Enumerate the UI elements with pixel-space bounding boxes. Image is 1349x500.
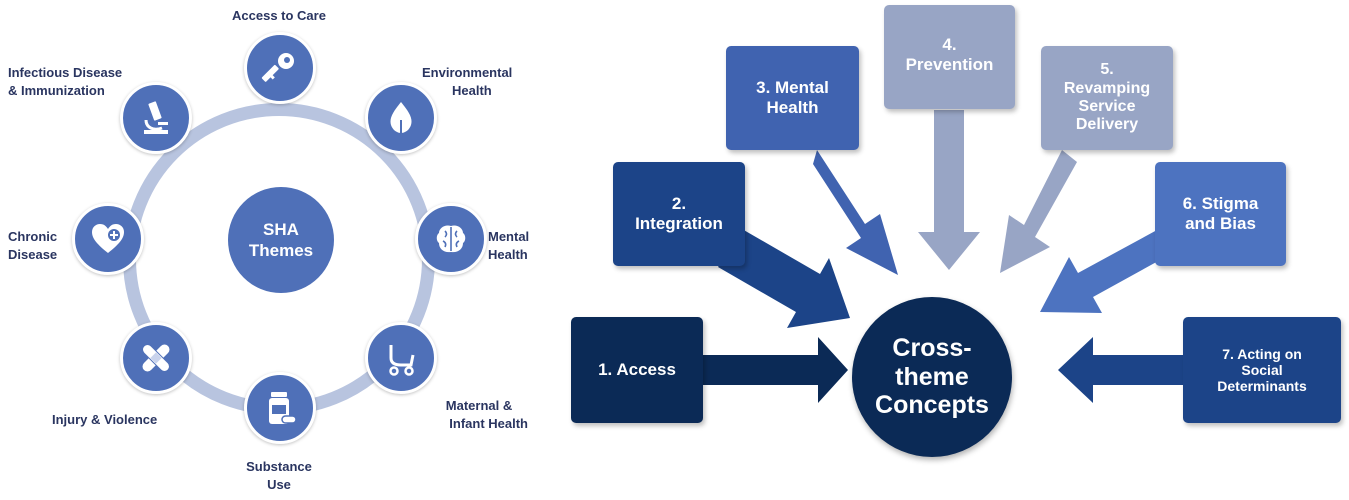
arrow-stigma <box>1040 230 1171 313</box>
hub-line-2: theme <box>895 362 969 391</box>
theme-node-maternal <box>365 322 437 394</box>
theme-label-environmental: Environmental Health <box>422 65 513 98</box>
theme-node-environmental <box>365 82 437 154</box>
microscope-icon <box>144 101 168 134</box>
sha-themes-center: SHA Themes <box>228 187 334 293</box>
theme-node-mental <box>415 203 487 275</box>
theme-label-substance: Substance Use <box>246 459 312 492</box>
theme-node-injury <box>120 322 192 394</box>
cross-theme-hub: Cross- theme Concepts <box>852 297 1012 457</box>
arrow-determinants <box>1058 337 1183 403</box>
theme-node-access <box>244 32 316 104</box>
theme-node-chronic <box>72 203 144 275</box>
center-line-2: Themes <box>248 241 314 260</box>
theme-node-infectious <box>120 82 192 154</box>
concept-box-3: 3. Mental Health <box>726 46 859 150</box>
leaf-icon <box>390 102 412 135</box>
arrow-revamping <box>1000 150 1077 273</box>
concept-box-7: 7. Acting on Social Determinants <box>1183 317 1341 423</box>
theme-label-mental: Mental Health <box>488 229 530 262</box>
theme-label-chronic: Chronic Disease <box>8 229 58 262</box>
key-icon <box>261 53 294 82</box>
arrow-mental-health <box>813 150 898 275</box>
bandage-icon <box>142 344 170 372</box>
concept-box-5: 5. Revamping Service Delivery <box>1041 46 1173 150</box>
arrow-integration <box>718 229 850 328</box>
arrow-prevention <box>918 110 980 270</box>
theme-label-access: Access to Care <box>232 8 326 23</box>
center-line-1: SHA <box>263 219 299 239</box>
theme-label-injury: Injury & Violence <box>52 412 158 427</box>
theme-node-substance <box>244 372 316 444</box>
concept-box-1: 1. Access <box>571 317 703 423</box>
brain-icon <box>436 225 466 253</box>
pill-bottle-icon <box>269 392 297 424</box>
arrow-access <box>700 337 848 403</box>
theme-label-infectious: Infectious Disease & Immunization <box>8 65 123 98</box>
concept-box-2: 2. Integration <box>613 162 745 266</box>
hub-line-3: Concepts <box>875 391 989 420</box>
theme-label-maternal: Maternal & Infant Health <box>445 398 528 431</box>
concept-box-4: 4. Prevention <box>884 5 1015 109</box>
heart-plus-icon <box>92 224 124 253</box>
concept-box-6: 6. Stigma and Bias <box>1155 162 1286 266</box>
hub-line-1: Cross- <box>892 333 972 362</box>
stroller-icon <box>389 345 415 376</box>
